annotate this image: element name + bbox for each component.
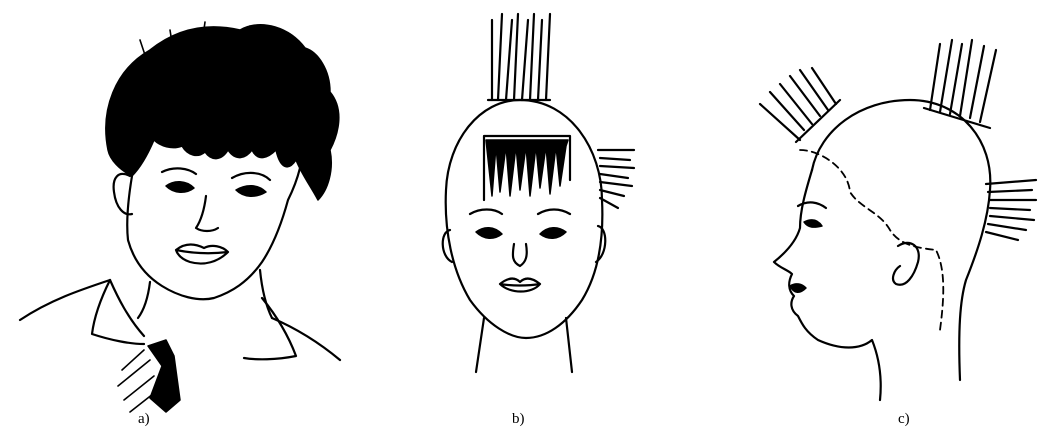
panel-a-portrait xyxy=(20,22,340,412)
panel-b-fringe-teeth xyxy=(486,140,568,196)
panel-b-caption: b) xyxy=(512,411,525,428)
panel-b-ears xyxy=(443,226,606,262)
panel-a-lips xyxy=(176,245,228,264)
panel-c-face xyxy=(774,170,881,400)
panel-c-hairline xyxy=(800,150,943,330)
panel-c-ear xyxy=(893,243,919,285)
panel-b-lips xyxy=(500,279,540,292)
panel-c-caption: c) xyxy=(898,411,910,428)
panel-a-tie-hatch xyxy=(118,350,158,412)
panel-c-eye xyxy=(804,220,822,227)
panel-c-front-comb xyxy=(760,68,836,140)
panel-a-collar xyxy=(92,280,296,359)
panel-c-back-comb xyxy=(986,180,1036,240)
panel-a-eye-right xyxy=(236,186,266,197)
panel-a-face xyxy=(127,168,300,299)
panel-b-side-comb xyxy=(598,150,634,208)
panel-c-lips xyxy=(790,284,806,292)
panel-c-front-comb-base xyxy=(796,100,840,142)
panel-b-eye-right xyxy=(540,228,566,239)
panel-a-hair xyxy=(106,25,339,200)
panel-c-head xyxy=(812,100,990,380)
panel-b-eye-left xyxy=(476,228,502,239)
panel-c-crown-comb xyxy=(930,40,996,122)
panel-b-eyebrows xyxy=(470,210,570,215)
panel-a-eye-left xyxy=(166,182,194,193)
panel-b-top-comb xyxy=(492,14,550,100)
panel-a-neck xyxy=(138,270,272,318)
panel-b-front-view xyxy=(443,14,634,372)
panel-c-profile xyxy=(760,40,1036,400)
panel-a-nose xyxy=(196,196,218,231)
panel-b-nose xyxy=(513,244,527,266)
panel-a-caption: a) xyxy=(138,411,150,428)
panel-a-eyebrows xyxy=(162,168,270,180)
